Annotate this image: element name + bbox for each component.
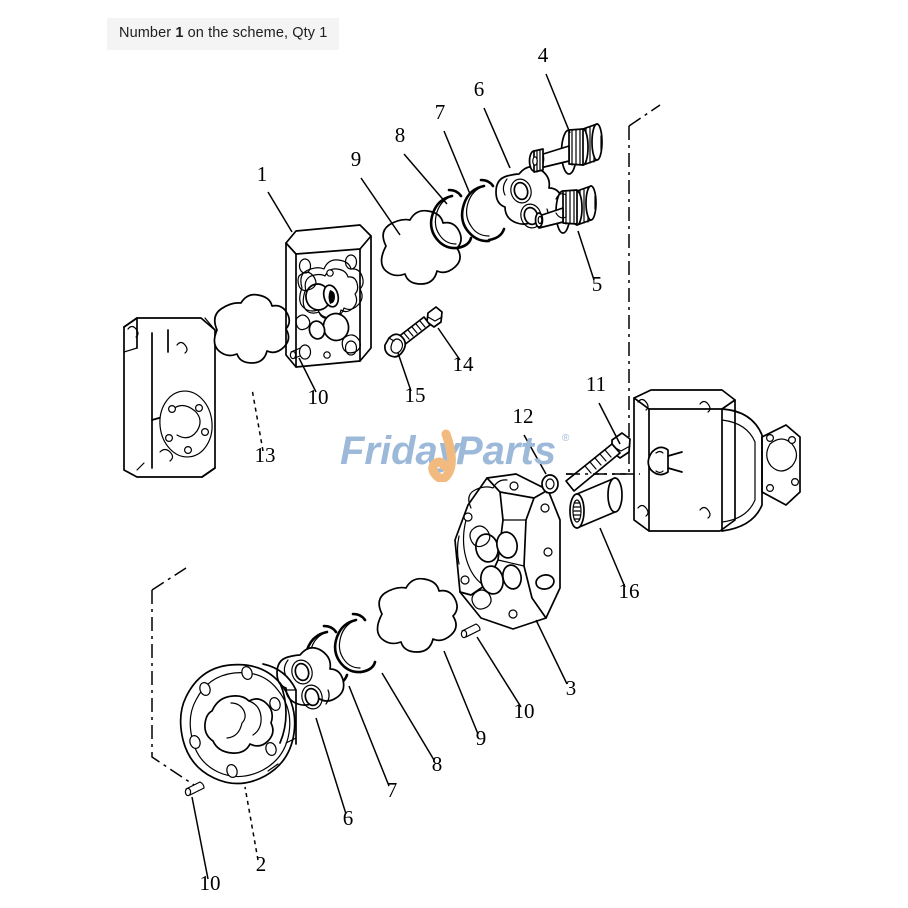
callout-leader-7b (348, 685, 390, 787)
shaft-key-detail (555, 193, 567, 219)
callout-16: 16 (599, 527, 640, 603)
driven-gear-shaft-part-5 (534, 185, 597, 234)
callout-leader-8 (403, 153, 448, 205)
callout-leader-2 (244, 786, 259, 861)
callout-leader-15 (397, 352, 412, 392)
motor-housing-right (566, 389, 801, 532)
callout-number-8: 8 (395, 123, 406, 147)
callout-14: 14 (437, 327, 475, 376)
callout-number-7: 7 (435, 100, 446, 124)
callout-10: 10 (298, 357, 329, 409)
gasket-part-9-upper (213, 293, 291, 364)
callout-leader-7 (443, 130, 471, 195)
callout-leader-6 (483, 107, 511, 169)
callout-number-14: 14 (453, 352, 475, 376)
callout-1: 1 (257, 162, 293, 233)
housing-port-boss (647, 446, 683, 476)
callout-number-16: 16 (619, 579, 640, 603)
callout-number-15: 15 (405, 383, 426, 407)
callout-leader-8b (381, 672, 435, 761)
callout-8: 8 (395, 123, 448, 205)
callout-leader-13 (251, 388, 264, 452)
gear-housing-part-2 (179, 663, 297, 785)
callout-10b: 10 (476, 636, 535, 723)
callout-number-6: 6 (474, 77, 485, 101)
scheme-label-number: 1 (175, 25, 184, 41)
callout-number-3: 3 (566, 676, 577, 700)
washer-part-12 (541, 474, 559, 494)
cover-plate-part-1 (285, 224, 372, 368)
callout-number-10: 10 (308, 385, 329, 409)
callout-number-5: 5 (592, 272, 603, 296)
callout-leader-10c (191, 796, 209, 880)
washer-part-15 (384, 333, 407, 358)
callout-number-6b: 6 (343, 806, 354, 830)
callout-number-9: 9 (351, 147, 362, 171)
callout-leader-11 (598, 402, 621, 445)
backup-ring-part-8-upper (429, 188, 473, 250)
callout-leader-14 (437, 327, 461, 361)
callout-leader-12 (523, 434, 547, 475)
gasket-part-9-lower (376, 577, 458, 653)
mounting-bracket-part-13 (123, 317, 216, 478)
callout-9b: 9 (443, 650, 487, 750)
callout-number-12: 12 (513, 404, 534, 428)
seal-ring-part-7-upper (460, 178, 506, 243)
callout-3: 3 (535, 619, 577, 700)
drive-gear-shaft-part-4 (528, 123, 603, 175)
callout-5: 5 (577, 230, 603, 296)
callout-leader-9b (443, 650, 479, 735)
callout-leader-6b (315, 717, 347, 815)
backup-ring-part-8-lower (333, 612, 377, 674)
bushing-part-16 (569, 477, 623, 529)
bearing-block-part-6-lower (276, 646, 345, 710)
callout-12: 12 (513, 404, 547, 475)
callout-leader-10 (298, 357, 317, 393)
dowel-pin-part-10-lower (184, 781, 205, 797)
callout-6: 6 (474, 77, 511, 169)
callout-number-11: 11 (586, 372, 606, 396)
callout-number-10c: 10 (200, 871, 221, 895)
bearing-block-part-6-upper (495, 165, 564, 229)
callout-leader-5 (577, 230, 595, 281)
callout-leader-16 (599, 527, 626, 588)
callout-number-10b: 10 (514, 699, 535, 723)
callout-15: 15 (397, 352, 426, 407)
callout-9: 9 (351, 147, 401, 236)
bolt-part-11 (565, 432, 631, 492)
callout-leader-9 (360, 177, 401, 236)
scheme-number-label: Number 1 on the scheme, Qty 1 (107, 18, 340, 50)
callout-number-7b: 7 (387, 778, 398, 802)
callout-number-4: 4 (538, 43, 549, 67)
scheme-label-prefix: Number (119, 25, 176, 41)
callout-7b: 7 (348, 685, 398, 802)
callout-8b: 8 (381, 672, 443, 776)
callout-11: 11 (586, 372, 621, 445)
callout-number-9b: 9 (476, 726, 487, 750)
dowel-pin-part-10-mid (460, 623, 481, 639)
callout-leader-10b (476, 636, 522, 708)
callout-7: 7 (435, 100, 471, 195)
scheme-label-suffix: on the scheme, Qty 1 (183, 25, 328, 41)
callout-13: 13 (251, 388, 276, 467)
callout-10c: 10 (191, 796, 221, 895)
callout-number-13: 13 (255, 443, 276, 467)
phantom-frame-lower (151, 567, 201, 790)
callout-number-1: 1 (257, 162, 268, 186)
callout-leader-3 (535, 619, 568, 685)
callout-4: 4 (538, 43, 571, 134)
callout-2: 2 (244, 786, 267, 876)
callout-leader-1 (267, 191, 293, 233)
pump-body-part-3 (454, 473, 561, 630)
callout-6b: 6 (315, 717, 354, 830)
callout-number-8b: 8 (432, 752, 443, 776)
callout-number-2: 2 (256, 852, 267, 876)
callout-leader-4 (545, 73, 571, 134)
